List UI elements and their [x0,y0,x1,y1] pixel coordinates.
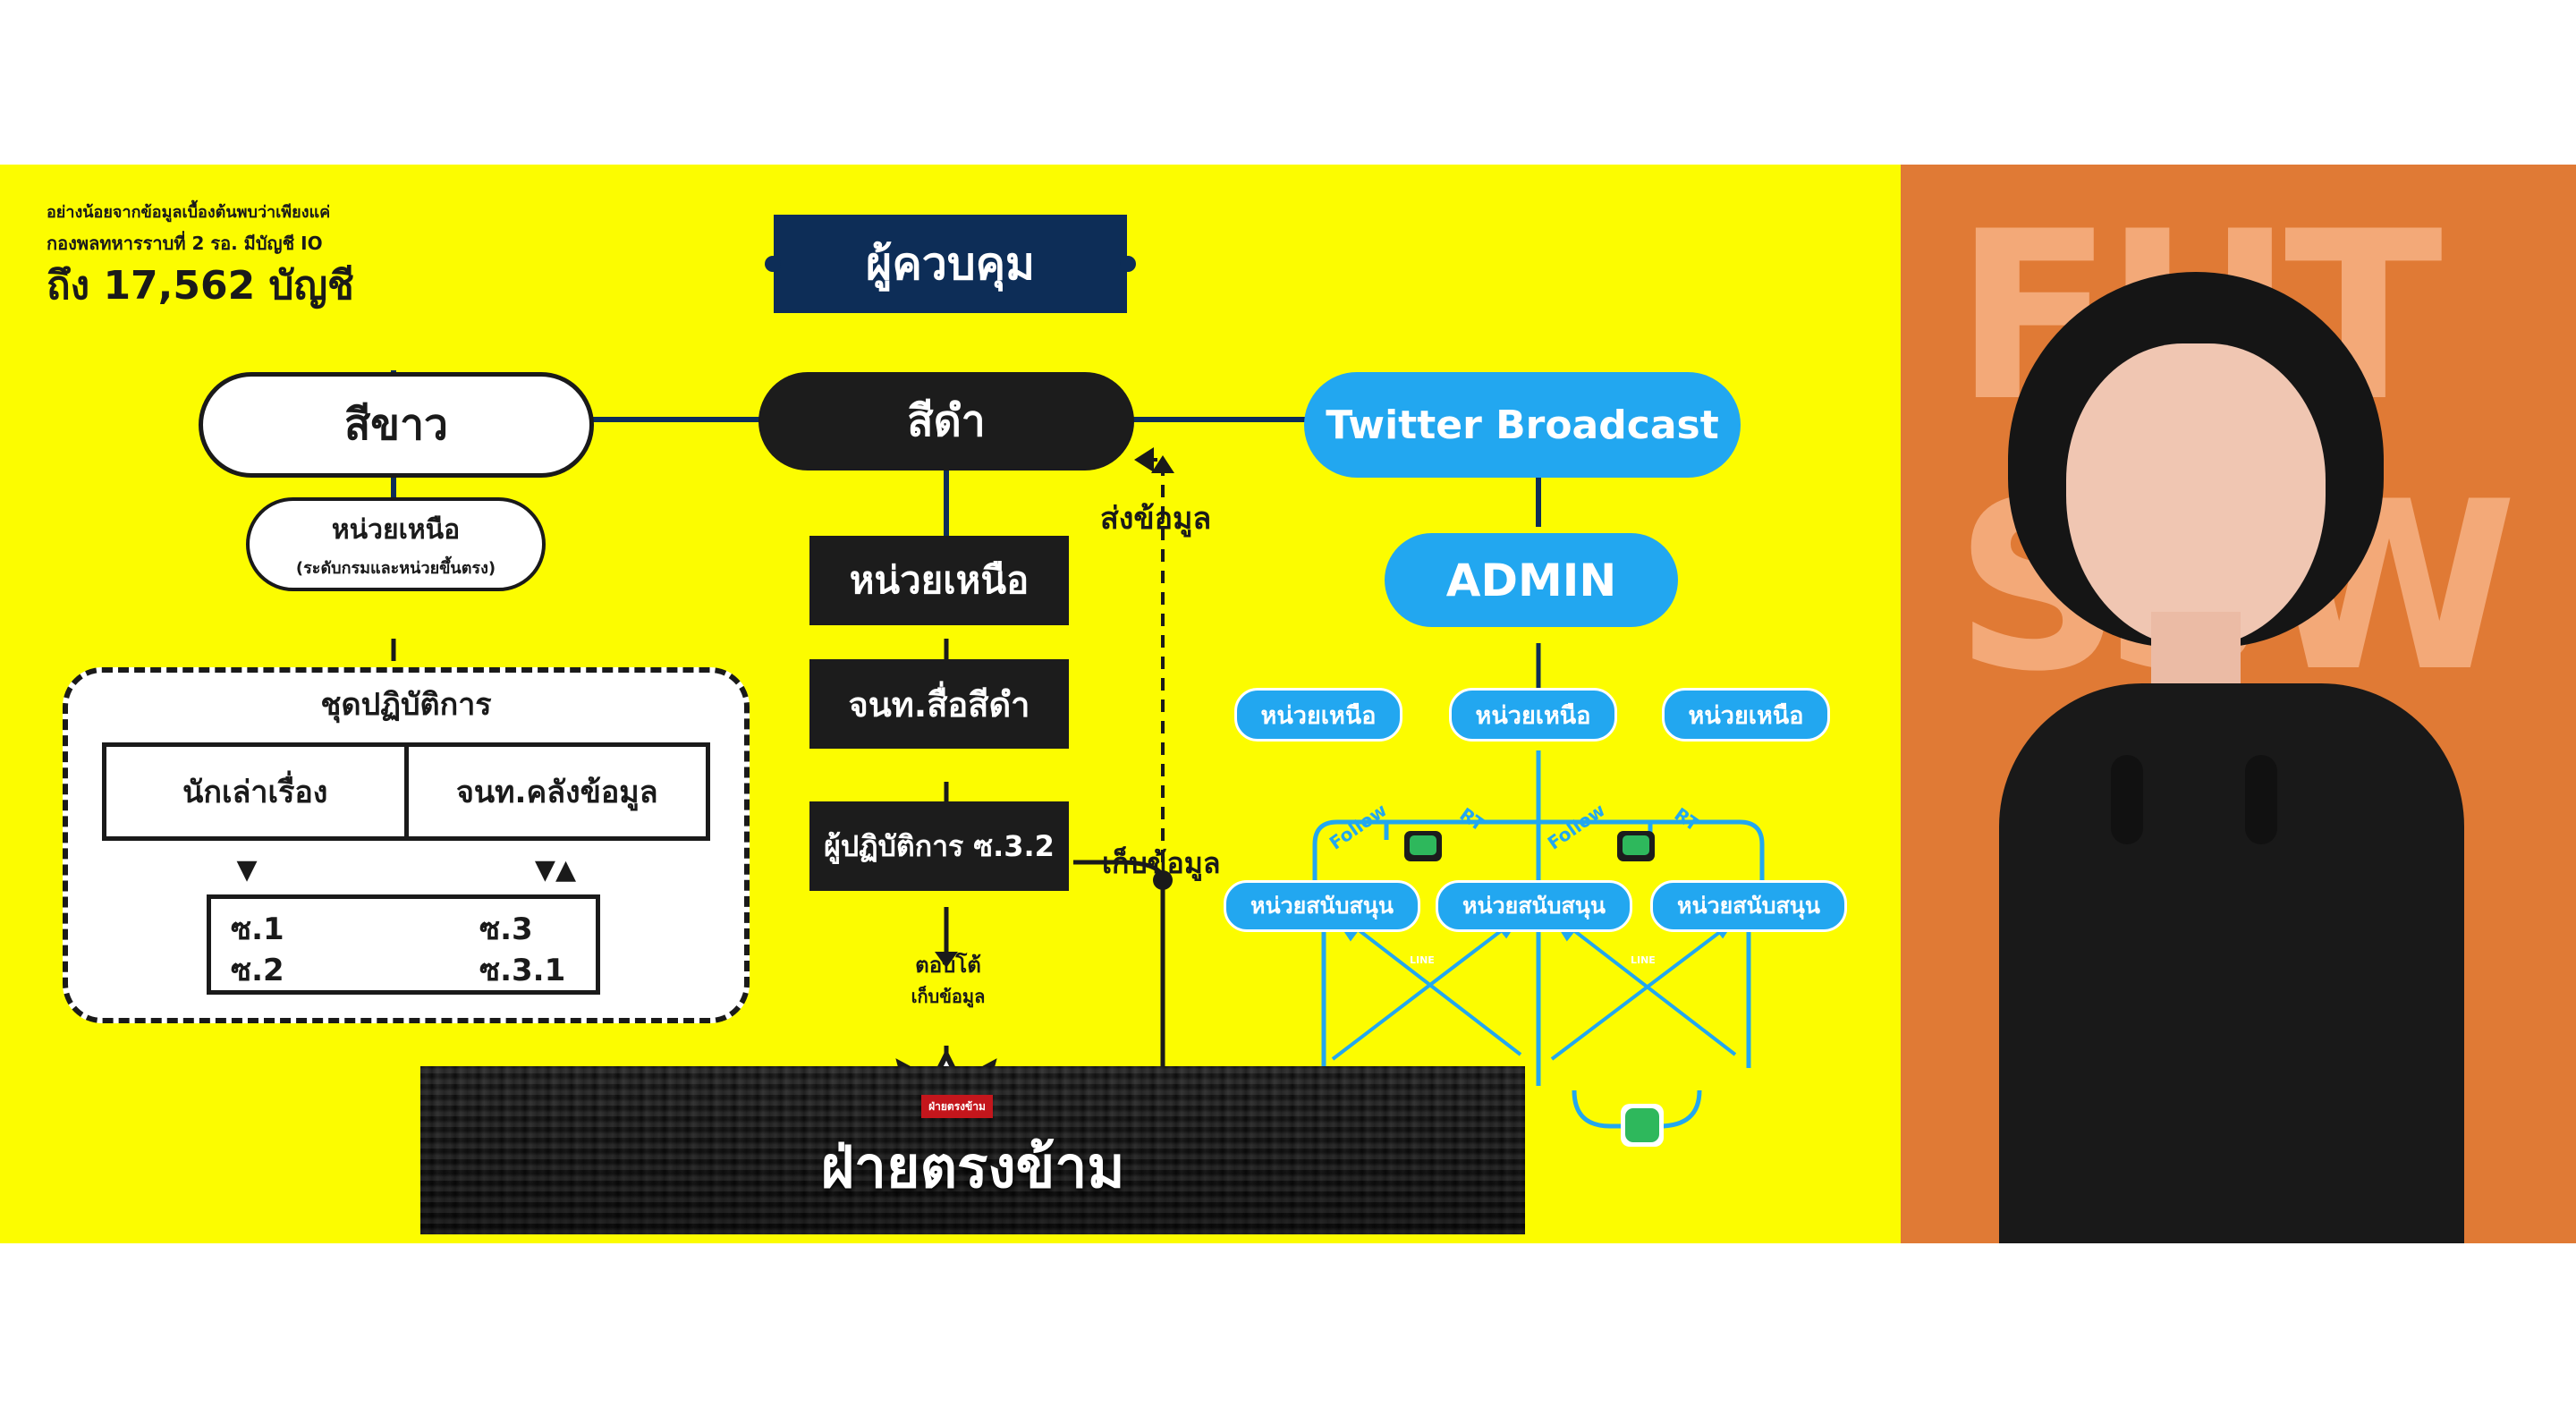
ops-team-panel: ชุดปฏิบัติการ นักเล่าเรื่อง จนท.คลังข้อม… [63,667,750,1023]
crowd-texture [420,1066,1525,1234]
microphone-right [2245,755,2277,844]
presenter-dress [1999,683,2464,1243]
white-title-pill: สีขาว [199,372,594,478]
presenter-video: FUT SSW [1901,165,2576,1243]
black-title-pill: สีดำ [758,372,1134,470]
white-unit-sub: (ระดับกรมและหน่วยขึ้นตรง) [295,558,496,578]
line-badge-1: LINE [1410,954,1435,966]
role-datastore: จนท.คลังข้อมูล [455,775,658,810]
controller-node-left [765,256,781,272]
collect-data-label: เก็บข้อมูล [1102,846,1221,880]
send-data-label: ส่งข้อมูล [1100,501,1212,537]
black-operator-box: ผู้ปฏิบัติการ ซ.3.2 [809,801,1069,891]
tw-unit-2: หน่วยเหนือ [1449,688,1617,742]
tw-support-2: หน่วยสนับสนุน [1436,880,1632,932]
white-unit-label: หน่วยเหนือ [331,513,461,546]
opponent-title: ฝ่ายตรงข้าม [820,1135,1125,1201]
crowd-sign: ฝ่ายตรงข้าม [921,1095,993,1118]
controller-box: ผู้ควบคุม [774,215,1127,313]
white-unit-pill: หน่วยเหนือ (ระดับกรมและหน่วยขึ้นตรง) [246,497,546,591]
arrow-updown-right: ▼▲ [534,853,577,886]
arrow-down-left: ▼ [236,853,258,886]
presenter-face [2066,343,2326,648]
black-media-box: จนท.สื่อสีดำ [809,659,1069,749]
microphone-left [2111,755,2143,844]
tw-unit-1: หน่วยเหนือ [1234,688,1402,742]
tw-support-3: หน่วยสนับสนุน [1650,880,1847,932]
controller-node-right [1120,256,1136,272]
section-s1: ซ.1 [231,911,284,947]
tw-support-1: หน่วยสนับสนุน [1224,880,1420,932]
section-s3: ซ.3 [479,911,533,947]
sections-box: ซ.1 ซ.2 ซ.3 ซ.3.1 [207,894,600,995]
section-s2: ซ.2 [231,953,284,988]
admin-pill: ADMIN [1385,533,1678,627]
role-storyteller: นักเล่าเรื่อง [106,747,409,836]
ops-roles-table: นักเล่าเรื่อง จนท.คลังข้อมูล [102,742,710,841]
black-unit-box: หน่วยเหนือ [809,536,1069,625]
section-s31: ซ.3.1 [479,953,566,988]
burst-label: ตอบโต้ เก็บข้อมูล [890,943,1006,1014]
burst-line-1: ตอบโต้ [915,952,981,978]
tw-unit-3: หน่วยเหนือ [1662,688,1830,742]
slide: อย่างน้อยจากข้อมูลเบื้องต้นพบว่าเพียงแค่… [0,165,1901,1243]
stream-frame: อย่างน้อยจากข้อมูลเบื้องต้นพบว่าเพียงแค่… [0,165,2576,1243]
opponent-crowd-banner: ฝ่ายตรงข้าม ฝ่ายตรงข้าม [420,1066,1525,1234]
ops-team-title: ชุดปฏิบัติการ [320,687,492,723]
note-line-3: ถึง 17,562 บัญชี [47,263,354,309]
burst-line-2: เก็บข้อมูล [911,985,986,1007]
line-badge-2: LINE [1631,954,1656,966]
twitter-broadcast-pill: Twitter Broadcast [1304,372,1741,478]
note-line-1: อย่างน้อยจากข้อมูลเบื้องต้นพบว่าเพียงแค่ [47,203,331,222]
note-line-2: กองพลทหารราบที่ 2 รอ. มีบัญชี IO [47,233,323,254]
